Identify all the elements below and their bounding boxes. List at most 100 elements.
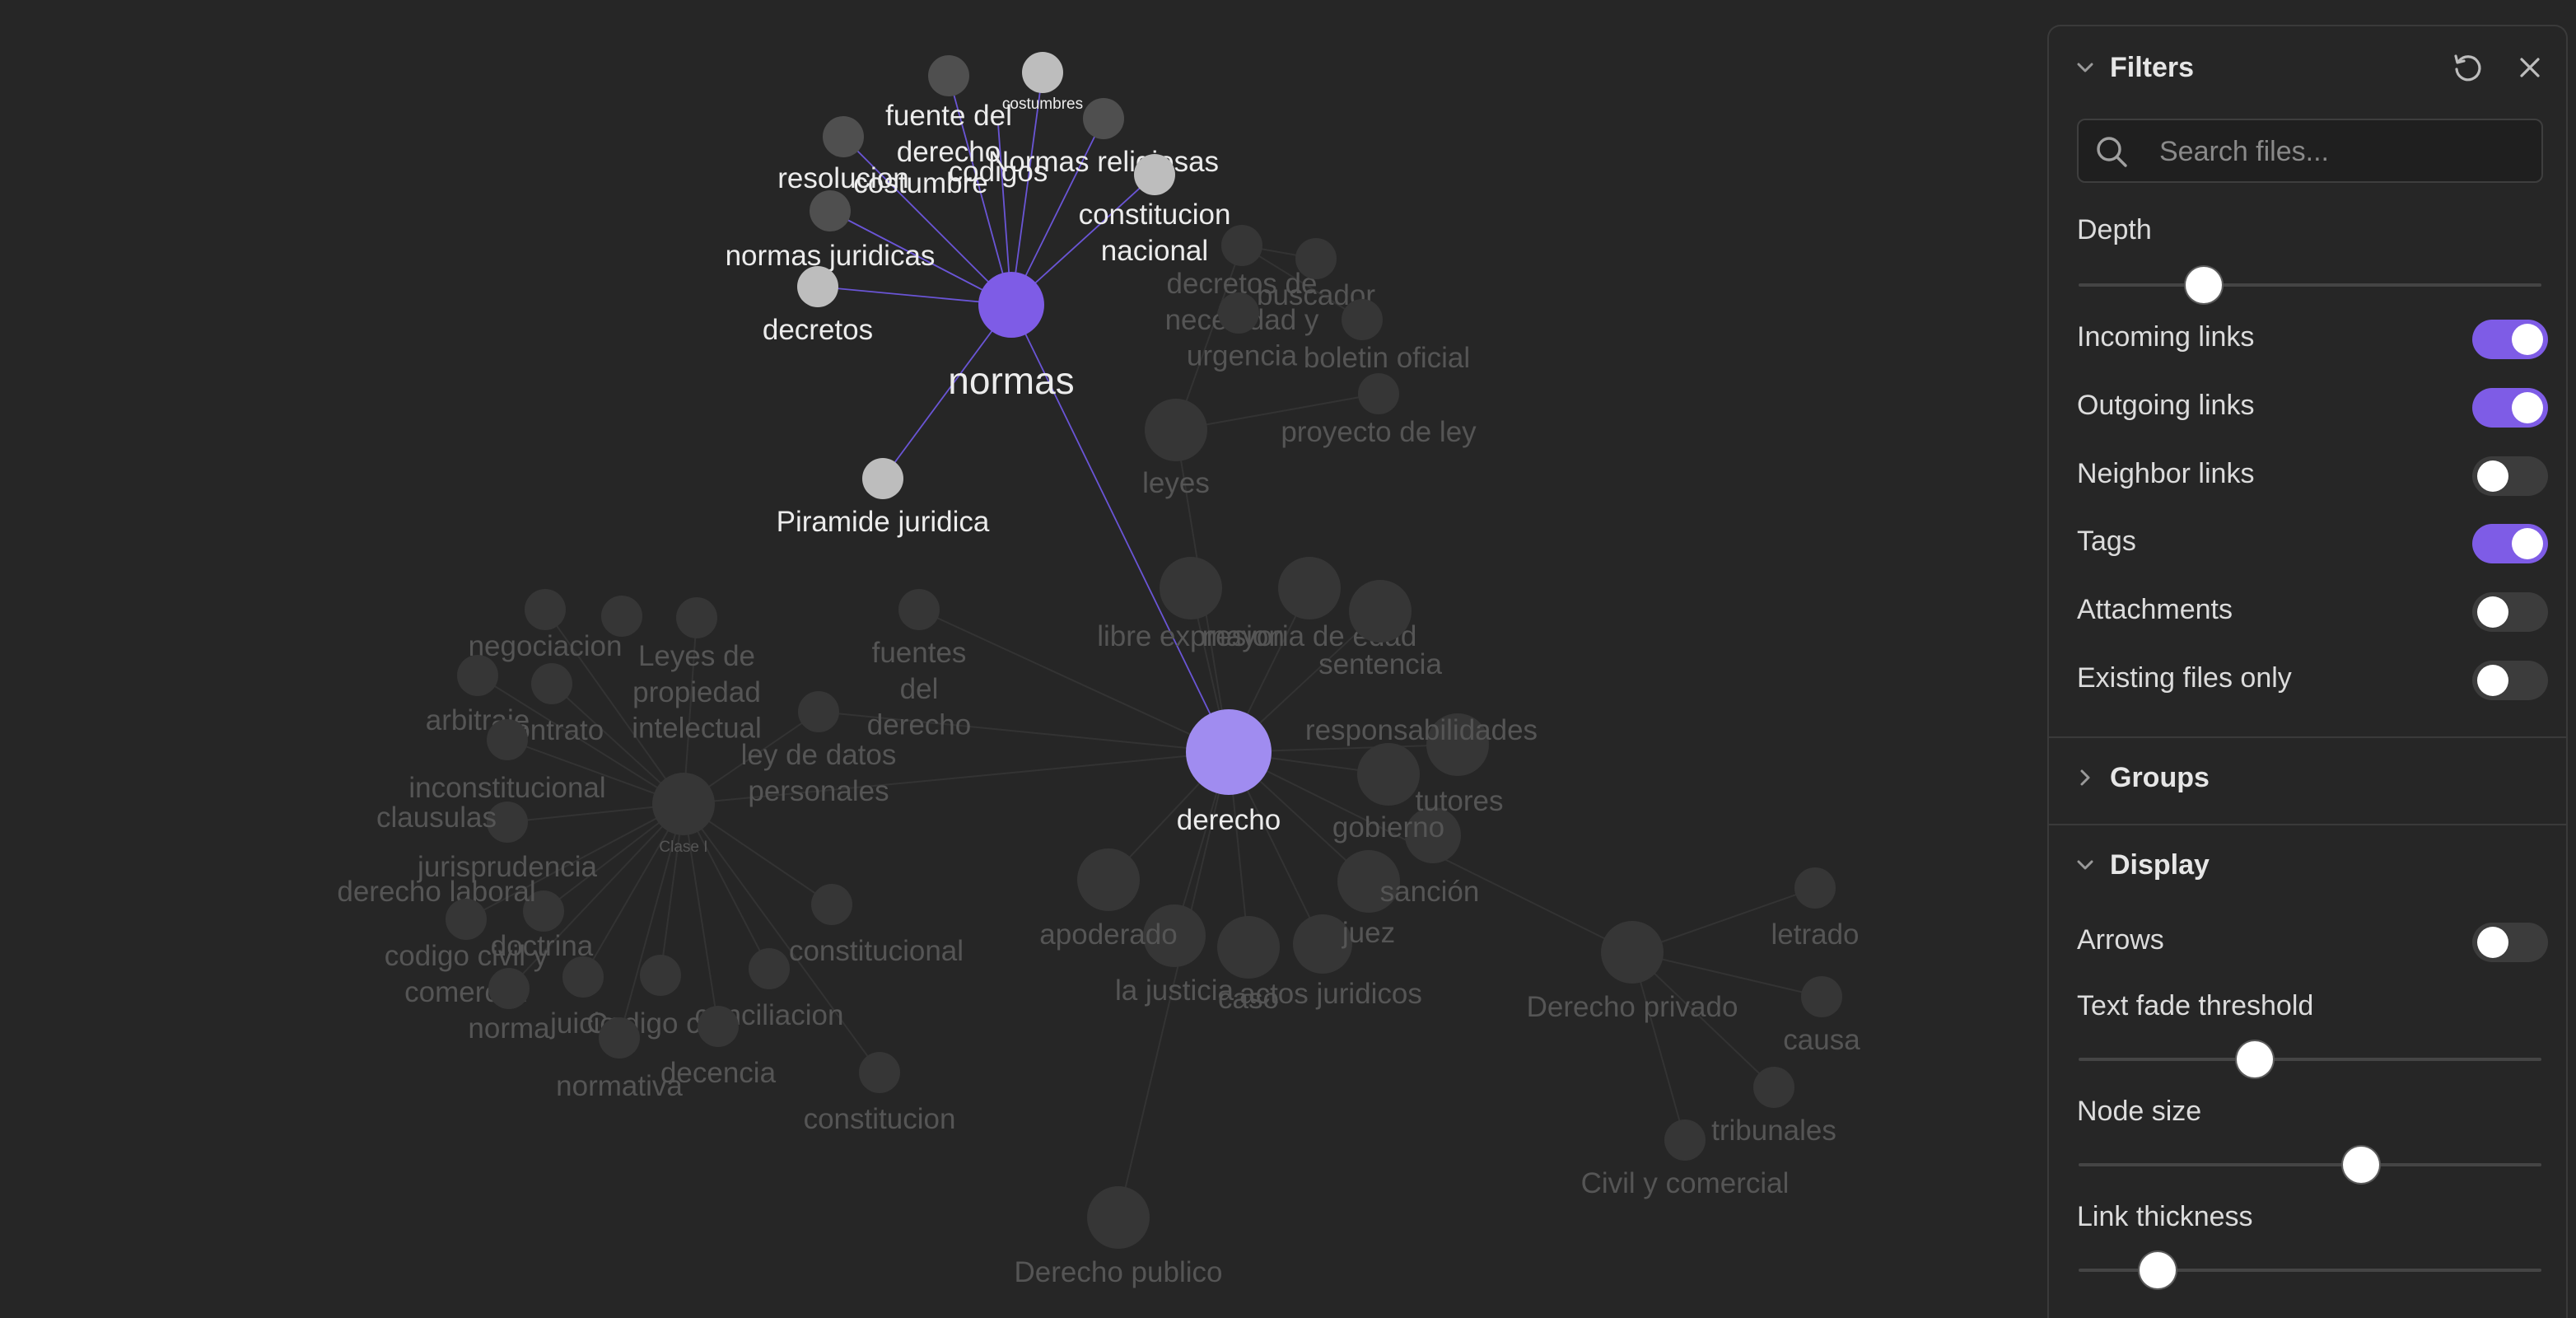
graph-node-circle[interactable] (1801, 976, 1842, 1017)
graph-node-proyecto-de-ley[interactable]: proyecto de ley (1281, 373, 1477, 448)
graph-node-decencia[interactable]: decencia (660, 1006, 777, 1089)
graph-node-normativa[interactable]: normativa (556, 1017, 683, 1102)
graph-node-derecho-laboral[interactable]: derecho laboral (337, 876, 564, 932)
graph-node-circle[interactable] (978, 272, 1044, 338)
graph-node-derecho-privado[interactable]: Derecho privado (1527, 921, 1738, 1023)
link-thickness-slider[interactable] (2079, 1252, 2541, 1288)
graph-node-circle[interactable] (1083, 98, 1124, 139)
graph-node-circle[interactable] (1087, 1186, 1150, 1249)
attachments-toggle[interactable] (2472, 592, 2548, 632)
graph-node-codigos[interactable]: codigos (949, 156, 1048, 188)
graph-node-circle[interactable] (1145, 399, 1207, 461)
graph-node-costumbre[interactable]: costumbre (810, 167, 988, 231)
graph-node-circle[interactable] (1295, 238, 1337, 279)
depth-slider[interactable] (2079, 267, 2541, 303)
graph-node-circle[interactable] (1077, 848, 1140, 911)
graph-node-circle[interactable] (1753, 1067, 1794, 1108)
graph-node-normas[interactable]: normas (948, 272, 1075, 402)
graph-node-sentencia[interactable]: sentencia (1318, 580, 1442, 680)
graph-node-circle[interactable] (1358, 373, 1399, 414)
graph-node-circle[interactable] (1022, 52, 1063, 93)
graph-node-circle[interactable] (928, 55, 969, 96)
filters-header[interactable]: Filters (2049, 43, 2566, 92)
tags-toggle[interactable] (2472, 524, 2548, 563)
graph-node-circle[interactable] (599, 1017, 640, 1059)
graph-node-circle[interactable] (1794, 867, 1836, 909)
graph-node-normas-juridicas[interactable]: normas juridicas (726, 240, 936, 272)
groups-header[interactable]: Groups (2049, 753, 2566, 802)
graph-node-circle[interactable] (1221, 225, 1262, 266)
graph-node-circle[interactable] (523, 890, 564, 932)
outgoing-links-toggle[interactable] (2472, 388, 2548, 428)
graph-node-doctrina[interactable]: doctrina (446, 899, 594, 962)
graph-node-circle[interactable] (652, 773, 715, 835)
slider-thumb[interactable] (2342, 1147, 2379, 1183)
graph-node-circle[interactable] (823, 116, 864, 157)
graph-node-circle[interactable] (531, 663, 572, 704)
graph-node-clausulas[interactable]: clausulas (376, 802, 528, 843)
graph-node-gobierno[interactable]: gobierno (1332, 743, 1444, 844)
graph-node-buscador[interactable]: buscador (1257, 238, 1375, 311)
graph-node-constitucion[interactable]: constitucion (804, 1052, 956, 1135)
slider-thumb[interactable] (2139, 1252, 2176, 1288)
graph-node-inconstitucional[interactable]: inconstitucional (408, 719, 606, 804)
graph-node-derecho-publico[interactable]: Derecho publico (1015, 1186, 1223, 1288)
graph-node-circle[interactable] (1337, 850, 1400, 913)
graph-node-costumbres[interactable]: costumbres (1002, 52, 1083, 113)
graph-node-circle[interactable] (601, 596, 642, 637)
graph-node-n-gr2[interactable] (1218, 292, 1259, 334)
graph-node-clase-i[interactable]: Clase I (652, 773, 715, 856)
graph-node-decretos[interactable]: decretos (763, 266, 873, 346)
graph-node-circle[interactable] (487, 719, 528, 760)
graph-node-resolucion[interactable]: resolucion (777, 116, 909, 194)
graph-node-circle[interactable] (1134, 154, 1175, 195)
graph-node-derecho[interactable]: derecho (1177, 709, 1281, 836)
graph-node-circle[interactable] (1357, 743, 1420, 806)
display-header[interactable]: Display (2049, 840, 2566, 890)
graph-node-normas-religiosas[interactable]: Normas religiosas (988, 98, 1219, 178)
graph-node-circle[interactable] (798, 691, 839, 732)
graph-node-n-gr1[interactable] (601, 596, 642, 637)
graph-node-piramide-juridica[interactable]: Piramide juridica (777, 458, 990, 538)
slider-thumb[interactable] (2236, 1041, 2273, 1077)
graph-node-juez[interactable]: juez (1293, 914, 1395, 974)
close-icon[interactable] (2510, 48, 2550, 87)
graph-node-circle[interactable] (811, 884, 852, 925)
arrows-toggle[interactable] (2472, 923, 2548, 962)
graph-node-causa[interactable]: causa (1783, 976, 1860, 1056)
graph-node-circle[interactable] (1342, 299, 1383, 340)
graph-node-tribunales[interactable]: tribunales (1711, 1067, 1836, 1147)
graph-node-circle[interactable] (676, 597, 717, 638)
graph-node-caso[interactable]: caso (1217, 916, 1280, 1015)
node-size-slider[interactable] (2079, 1147, 2541, 1183)
graph-node-circle[interactable] (525, 589, 566, 630)
graph-node-circle[interactable] (1143, 904, 1206, 967)
graph-node-la-justicia[interactable]: la justicia (1115, 904, 1234, 1007)
graph-node-boletin-oficial[interactable]: boletin oficial (1304, 299, 1470, 374)
graph-node-circle[interactable] (1664, 1119, 1706, 1161)
graph-node-circle[interactable] (1426, 713, 1489, 776)
graph-node-circle[interactable] (562, 956, 604, 998)
reset-icon[interactable] (2448, 48, 2487, 87)
graph-node-jurisprudencia[interactable]: jurisprudencia (417, 851, 597, 883)
graph-node-negociacion[interactable]: negociacion (469, 589, 623, 662)
graph-node-libre-expresion[interactable]: libre expresion (1097, 557, 1285, 652)
graph-node-circle[interactable] (1186, 709, 1272, 795)
graph-node-tutores[interactable]: tutores (1405, 785, 1504, 863)
depth-slider-thumb[interactable] (2185, 267, 2222, 303)
graph-node-civil-y-comercial[interactable]: Civil y comercial (1581, 1119, 1790, 1199)
graph-node-circle[interactable] (898, 589, 940, 630)
graph-node-circle[interactable] (797, 266, 838, 307)
graph-node-apoderado[interactable]: apoderado (1039, 848, 1178, 951)
graph-node-circle[interactable] (1405, 807, 1461, 863)
graph-node-circle[interactable] (749, 948, 790, 989)
graph-node-responsabilidades[interactable]: responsabilidades (1305, 713, 1538, 776)
graph-node-norma[interactable]: norma (468, 968, 550, 1045)
graph-node-circle[interactable] (1349, 580, 1412, 643)
graph-node-actos-juridicos[interactable]: actos juridicos (1239, 978, 1422, 1010)
